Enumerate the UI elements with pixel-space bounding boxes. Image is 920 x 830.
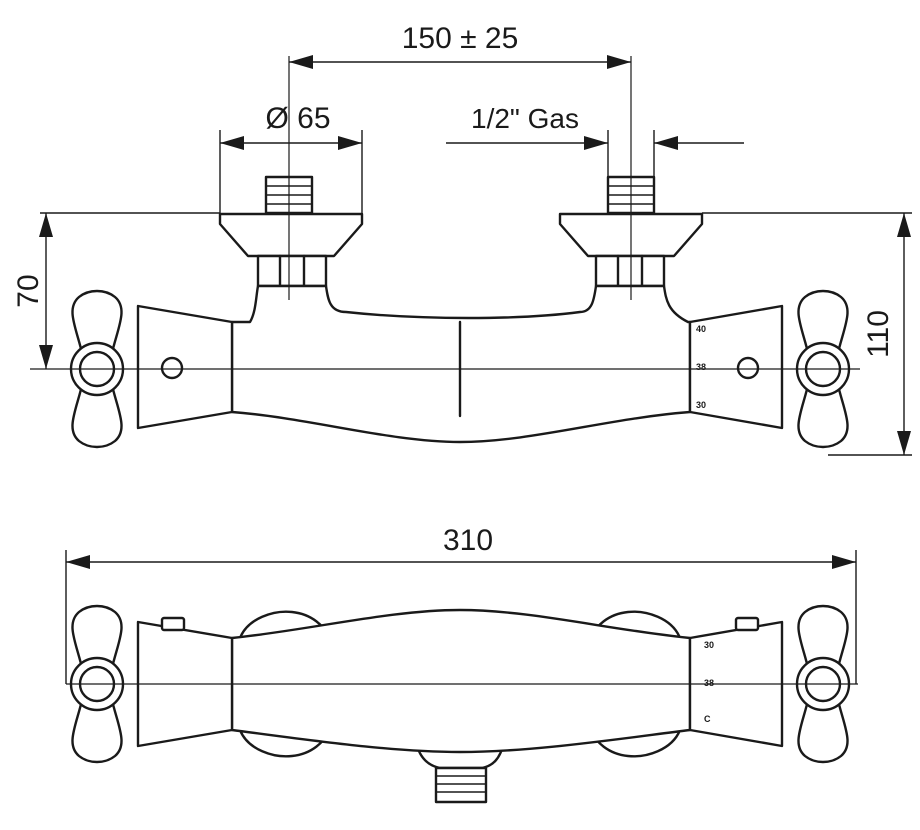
dimension-diameter: Ø 65 xyxy=(219,102,363,214)
height-total-label: 110 xyxy=(862,310,895,358)
scale-bottom-mid: 38 xyxy=(704,678,714,688)
dimension-spacing: 150 ± 25 xyxy=(289,22,631,69)
diameter-label: Ø 65 xyxy=(265,102,330,135)
scale-bottom-low: C xyxy=(704,714,711,724)
scale-label-bottom: 30 xyxy=(696,400,706,410)
length-total-label: 310 xyxy=(443,524,493,557)
left-inlet xyxy=(218,175,364,288)
mixer-body-bottom xyxy=(230,608,692,754)
dimension-height-inlet: 70 xyxy=(12,212,220,369)
dimension-thread: 1/2" Gas xyxy=(446,103,744,177)
scale-bottom-top: 30 xyxy=(704,640,714,650)
thread-label: 1/2" Gas xyxy=(471,103,579,134)
dimension-length-total: 310 xyxy=(65,524,857,684)
front-view: 40 38 30 xyxy=(30,56,860,449)
temperature-scale-bottom: 30 38 C xyxy=(704,640,714,724)
scale-label-mid: 38 xyxy=(696,362,706,372)
scale-label-top: 40 xyxy=(696,324,706,334)
bottom-view: 30 38 C xyxy=(66,604,858,804)
dimension-height-total: 110 xyxy=(702,212,912,456)
height-inlet-label: 70 xyxy=(12,274,45,307)
spacing-label: 150 ± 25 xyxy=(402,22,519,55)
temperature-scale-front: 40 38 30 xyxy=(696,324,706,410)
